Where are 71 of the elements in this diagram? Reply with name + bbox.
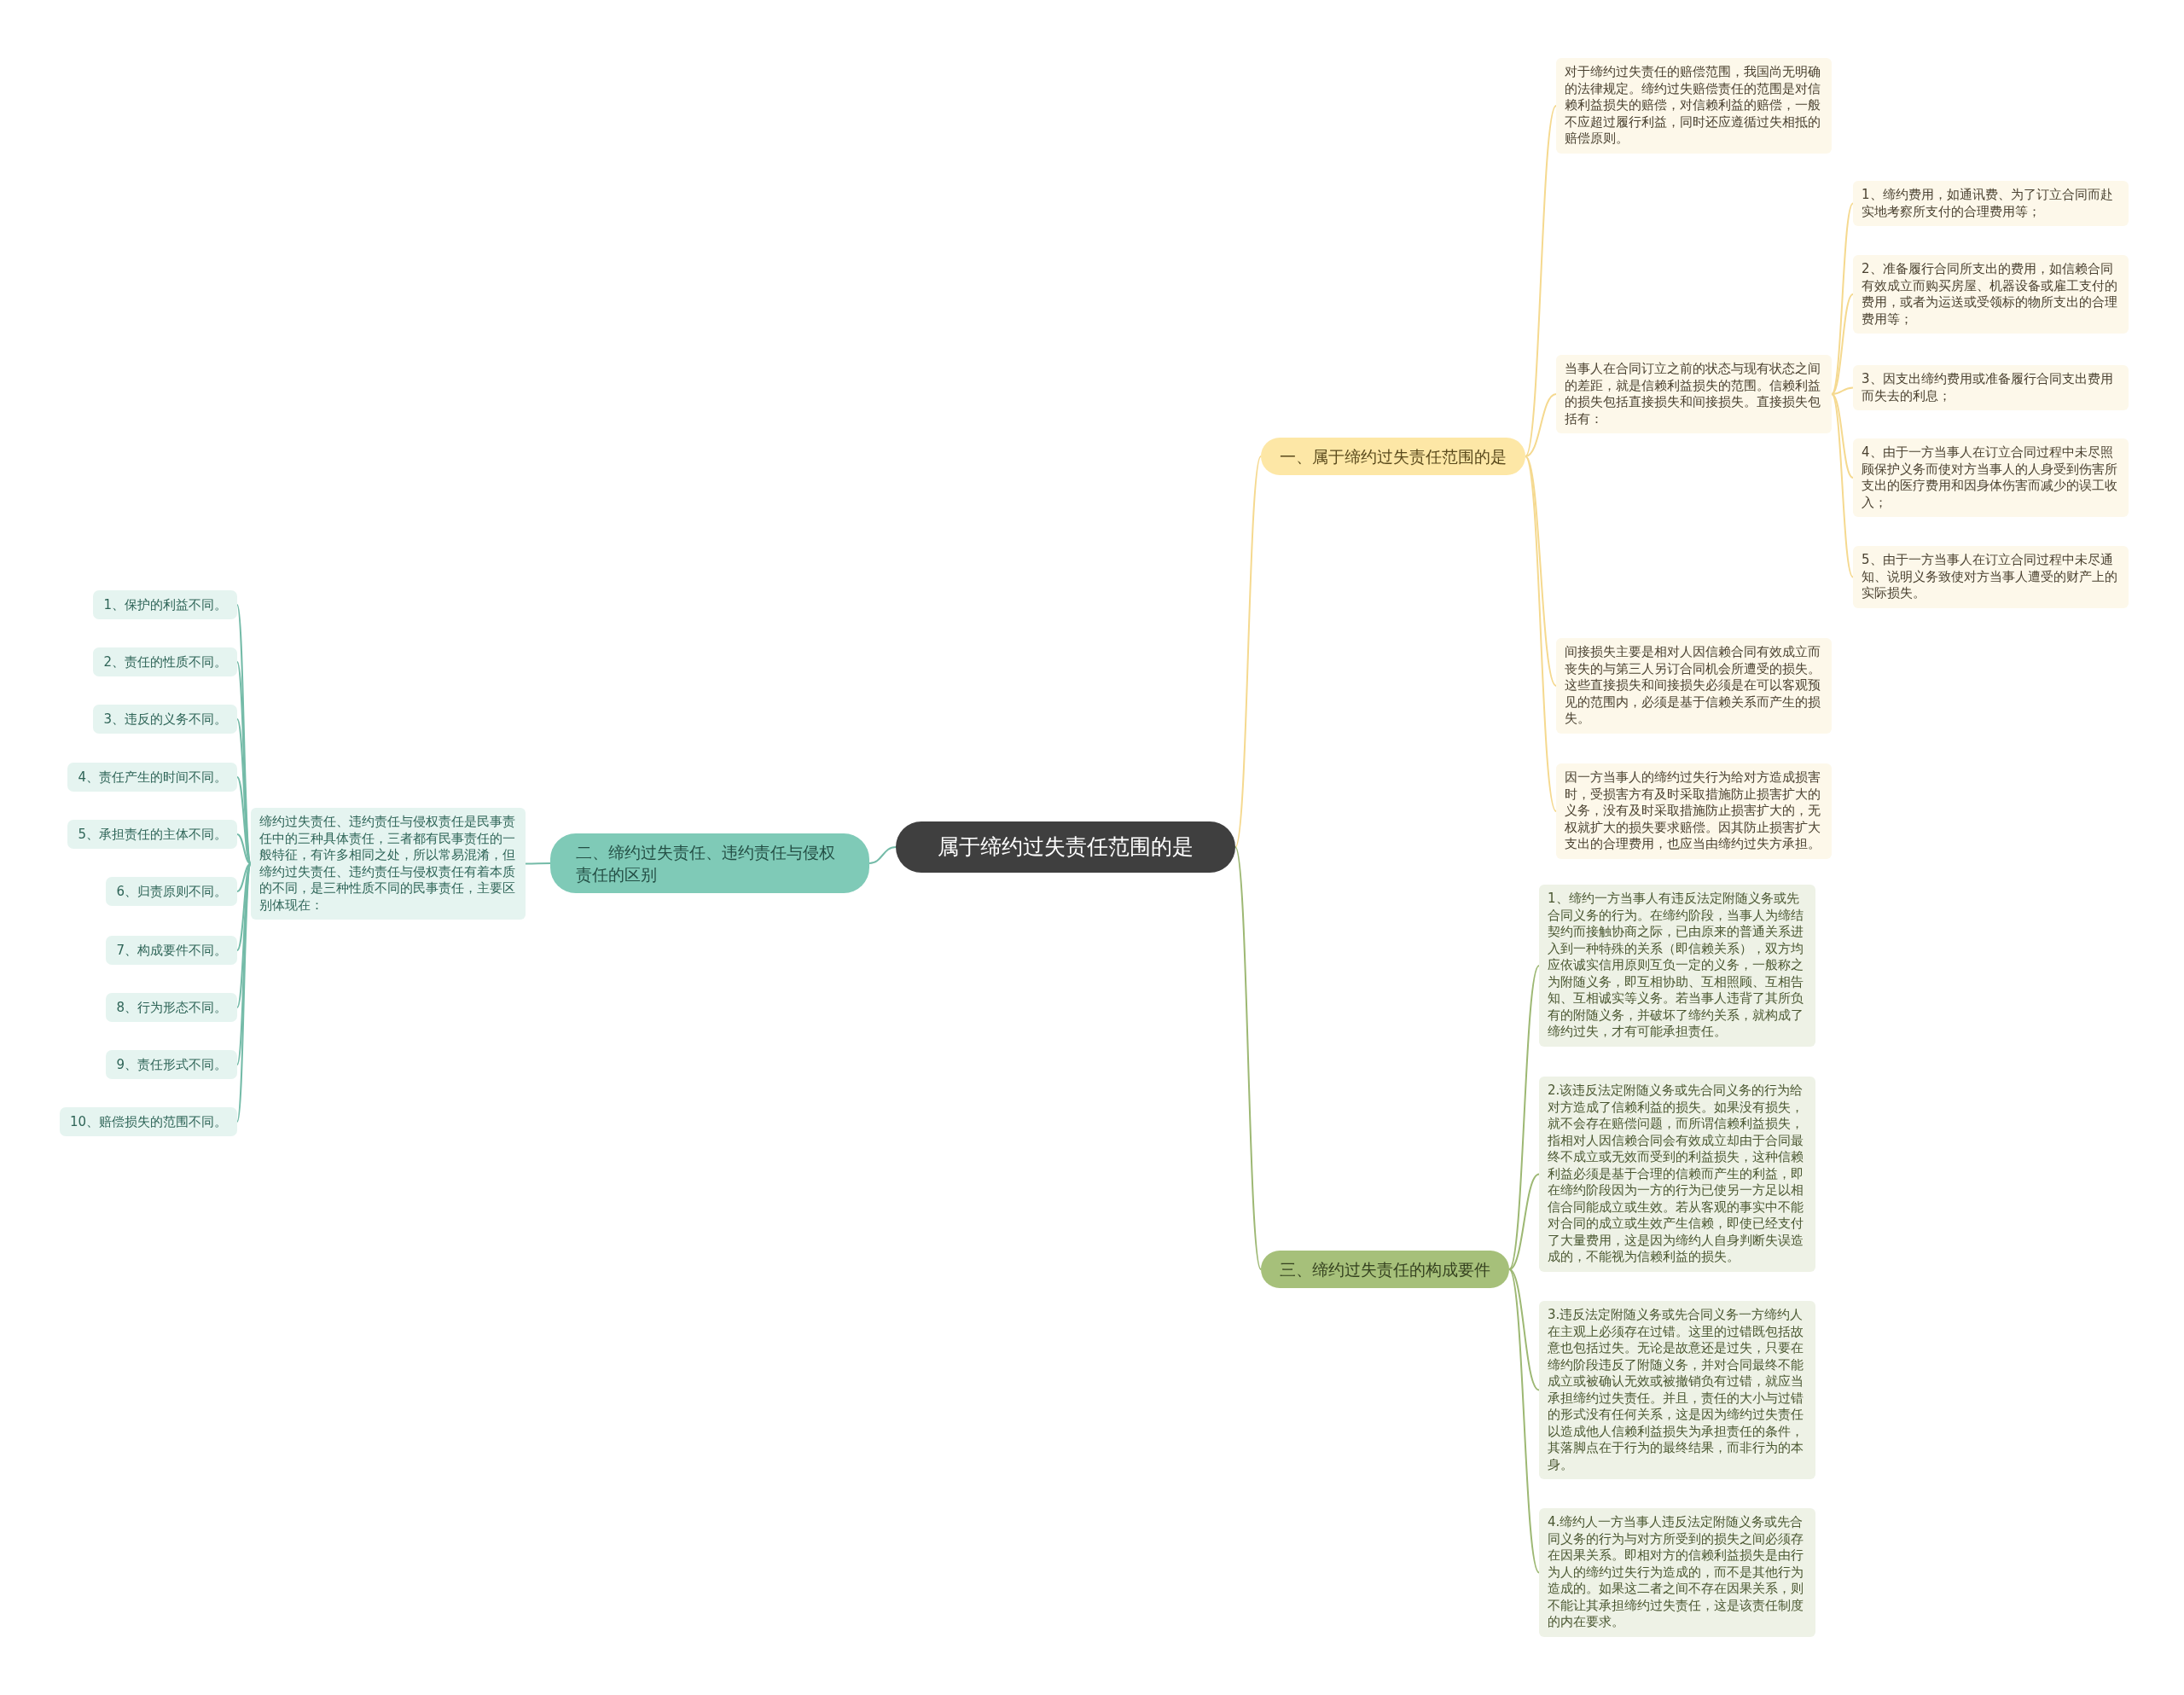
- topic-text: 间接损失主要是相对人因信赖合同有效成立而丧失的与第三人另订合同机会所遭受的损失。这些直接损失和间接损失必须是在可以客观预见的范围内，必须是基于信赖关系而产生的损失。: [1565, 644, 1821, 728]
- topic-text: 5、由于一方当事人在订立合同过程中未尽通知、说明义务致使对方当事人遭受的财产上的实际损失。: [1862, 552, 2118, 602]
- topic-text: 3.违反法定附随义务或先合同义务一方缔约人在主观上必须存在过错。这里的过错既包括故意也包括过失。无论是故意还是过失，只要在缔约阶段违反了附随义务，并对合同最终不能成立或被确认无效或被撤销负有过错，就应当承担缔约过失责任。并且，责任的大小与过错的形式没有任何关系，这是因为缔约过失责任以造成他人信赖利益损失为承担责任的条件，其落脚点在于行为的最终结果，而非行为的本身。: [1548, 1307, 1804, 1473]
- text-card: [106, 936, 237, 965]
- connector-line: [1525, 393, 1557, 457]
- connector-line: [1831, 293, 1854, 395]
- topic-text: 4.缔约人一方当事人违反法定附随义务或先合同义务的行为与对方所受到的损失之间必须存在因果关系。即相对方的信赖利益损失是由行为人的缔约过失行为造成的，而不是其他行为造成的。如果这二者之间不存在因果关系，则不能让其承担缔约过失责任，这是该责任制度的内在要求。: [1548, 1514, 1804, 1631]
- connector-line: [1508, 1173, 1540, 1270]
- branch-topic: [550, 833, 869, 893]
- text-card: [59, 1107, 237, 1136]
- text-card: [67, 763, 237, 792]
- text-card: [1556, 638, 1832, 734]
- branch-topic: [1261, 1251, 1509, 1288]
- topic-text: 一、属于缔约过失责任范围的是: [1280, 446, 1507, 467]
- central-topic: [896, 821, 1235, 873]
- text-card: [106, 993, 237, 1022]
- topic-text: 7、构成要件不同。: [116, 942, 227, 959]
- topic-text: 5、承担责任的主体不同。: [78, 826, 227, 843]
- connector-line: [1234, 846, 1262, 1270]
- topic-text: 当事人在合同订立之前的状态与现有状态之间的差距，就是信赖利益损失的范围。信赖利益的损失包括直接损失和间接损失。直接损失包括有：: [1565, 361, 1821, 427]
- topic-text: 4、责任产生的时间不同。: [78, 769, 227, 786]
- connector-line: [1831, 393, 1854, 578]
- topic-text: 二、缔约过失责任、违约责任与侵权责任的区别: [576, 842, 836, 885]
- text-card: [106, 877, 237, 906]
- topic-text: 对于缔约过失责任的赔偿范围，我国尚无明确的法律规定。缔约过失赔偿责任的范围是对信赖利益损失的赔偿，对信赖利益的赔偿，一般不应超过履行利益，同时还应遵循过失相抵的赔偿原则。: [1565, 64, 1821, 148]
- topic-text: 属于缔约过失责任范围的是: [937, 833, 1194, 861]
- topic-text: 2、责任的性质不同。: [103, 653, 227, 670]
- topic-text: 1、保护的利益不同。: [103, 596, 227, 613]
- connector-line: [1831, 202, 1854, 395]
- connector-line: [525, 862, 551, 865]
- text-card: [93, 647, 237, 676]
- topic-text: 8、行为形态不同。: [116, 999, 227, 1016]
- topic-text: 因一方当事人的缔约过失行为给对方造成损害时，受损害方有及时采取措施防止损害扩大的义务，没有及时采取措施防止损害扩大的，无权就扩大的损失要求赔偿。因其防止损害扩大支出的合理费用，也应当由缔约过失方承担。: [1565, 769, 1821, 853]
- text-card: [1853, 181, 2129, 226]
- text-card: [1539, 1508, 1815, 1637]
- text-card: [1853, 365, 2129, 410]
- connector-line: [1831, 393, 1854, 479]
- topic-text: 10、赔偿损失的范围不同。: [69, 1113, 227, 1130]
- topic-text: 1、缔约费用，如通讯费、为了订立合同而赴实地考察所支付的合理费用等；: [1862, 187, 2114, 220]
- branch-topic: [1261, 438, 1525, 475]
- text-card: [67, 820, 237, 849]
- text-card: [93, 590, 237, 619]
- topic-text: 1、缔约一方当事人有违反法定附随义务或先合同义务的行为。在缔约阶段，当事人为缔结契约而接触协商之际，已由原来的普通关系进入到一种特殊的关系（即信赖关系），双方均应依诚实信用原则互负一定的义务，一般称之为附随义务，即互相协助、互相照顾、互相告知、互相诚实等义务。若当事人违背了其所负有的附随义务，并破坏了缔约关系，就构成了缔约过失，才有可能承担责任。: [1548, 891, 1804, 1041]
- text-card: [1853, 438, 2129, 517]
- topic-text: 三、缔约过失责任的构成要件: [1280, 1259, 1490, 1280]
- connector-line: [1831, 386, 1854, 395]
- text-card: [1556, 763, 1832, 859]
- connector-line: [1234, 456, 1262, 848]
- connector-line: [236, 833, 252, 865]
- connector-line: [1508, 1268, 1540, 1574]
- topic-text: 2、准备履行合同所支出的费用，如信赖合同有效成立而购买房屋、机器设备或雇工支付的费用，或者为运送或受领标的物所支出的合理费用等；: [1862, 261, 2118, 328]
- text-card: [1853, 546, 2129, 608]
- topic-text: 3、违反的义务不同。: [103, 711, 227, 728]
- text-card: [1556, 355, 1832, 433]
- text-card: [106, 1050, 237, 1079]
- connector-line: [1525, 105, 1557, 457]
- connector-line: [868, 846, 897, 864]
- text-card: [1853, 255, 2129, 334]
- topic-text: 6、归责原则不同。: [116, 883, 227, 900]
- connector-line: [1508, 965, 1540, 1270]
- connector-line: [236, 862, 252, 892]
- topic-text: 9、责任形式不同。: [116, 1056, 227, 1073]
- topic-text: 4、由于一方当事人在订立合同过程中未尽照顾保护义务而使对方当事人的人身受到伤害所支出的医疗费用和因身体伤害而减少的误工收入；: [1862, 444, 2118, 511]
- topic-text: 2.该违反法定附随义务或先合同义务的行为给对方造成了信赖利益的损失。如果没有损失，就不会存在赔偿问题，而所谓信赖利益损失，指相对人因信赖合同会有效成立却由于合同最终不成立或无效而受到的利益损失，这种信赖利益必须是基于合理的信赖而产生的利益，即在缔约阶段因为一方的行为已使另一方足以相信合同能成立或生效。若从客观的事实中不能对合同的成立或生效产生信赖，即使已经支付了大量费用，这是因为缔约人自身判断失误造成的，不能视为信赖利益的损失。: [1548, 1083, 1804, 1266]
- topic-text: 缔约过失责任、违约责任与侵权责任是民事责任中的三种具体责任，三者都有民事责任的一般特征，有许多相同之处，所以常易混淆，但缔约过失责任、违约责任与侵权责任有着本质的不同，是三种性质不同的民事责任，主要区别体现在：: [259, 814, 516, 914]
- connector-line: [1525, 456, 1557, 812]
- text-card: [251, 808, 526, 920]
- text-card: [1556, 58, 1832, 154]
- text-card: [93, 705, 237, 734]
- connector-line: [1508, 1268, 1540, 1391]
- topic-text: 3、因支出缔约费用或准备履行合同支出费用而失去的利息；: [1862, 371, 2114, 404]
